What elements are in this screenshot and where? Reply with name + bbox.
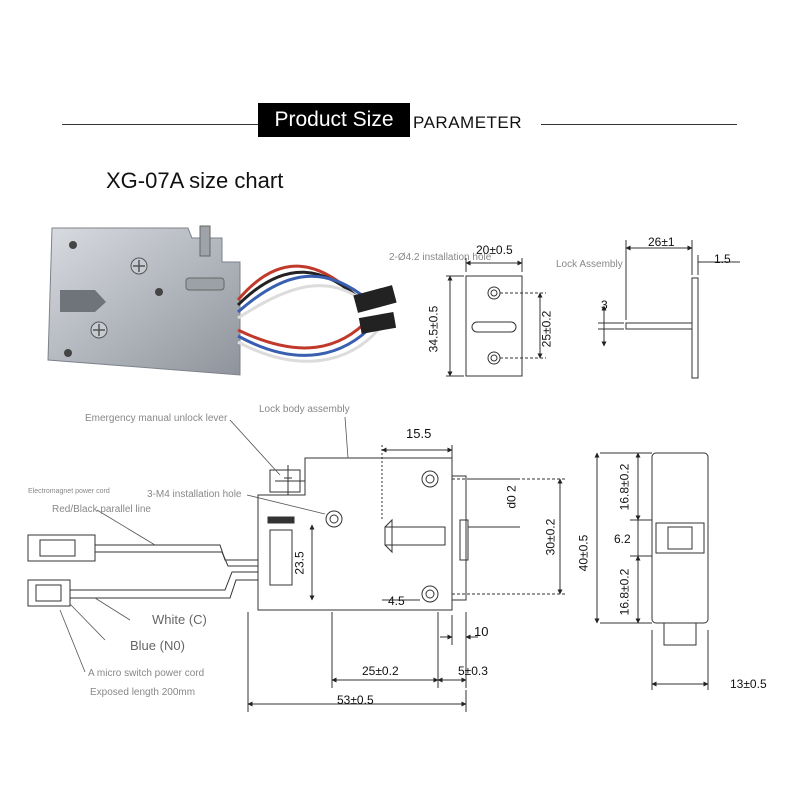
dim-13: 13±0.5 [730, 677, 767, 691]
product-photo [47, 225, 397, 376]
micro-switch-label: A micro switch power cord [88, 668, 205, 679]
blue-wire-label: Blue (N0) [130, 638, 185, 653]
dim-5: 5±0.3 [458, 664, 488, 678]
dim-d02: d0 2 [504, 485, 519, 509]
product-size-badge: Product Size [258, 103, 410, 137]
white-wire-label: White (C) [152, 612, 207, 627]
dim-23-5: 23.5 [292, 551, 307, 575]
header-rule-left [62, 124, 258, 125]
dim-40: 40±0.5 [576, 534, 591, 572]
dim-top-34: 34.5±0.5 [426, 305, 441, 353]
dim-4-5: 4.5 [388, 594, 405, 608]
dim-10: 10 [474, 624, 489, 639]
mounting-plate-drawing [446, 258, 546, 377]
lock-assembly-label: Lock Assembly [556, 259, 623, 270]
emergency-lever-label: Emergency manual unlock lever [85, 413, 228, 424]
dim-16-8-top: 16.8±0.2 [617, 463, 632, 511]
parameter-heading: PARAMETER [413, 113, 523, 132]
dim-25: 25±0.2 [362, 664, 399, 678]
dim-30: 30±0.2 [543, 518, 558, 556]
dim-top-26: 26±1 [648, 235, 675, 249]
em-power-label: Electromagnet power cord [28, 488, 110, 495]
dim-16-8-bottom: 16.8±0.2 [617, 568, 632, 616]
lock-body-drawing [247, 445, 566, 712]
side-view-drawing [594, 452, 709, 690]
install-hole-label-top: 2-Ø4.2 installation hole [389, 252, 492, 263]
exposed-length-label: Exposed length 200mm [90, 687, 196, 698]
m4-hole-label: 3-M4 installation hole [147, 489, 242, 500]
dim-top-3: 3 [601, 298, 608, 312]
dim-53: 53±0.5 [337, 693, 374, 707]
dim-6-2: 6.2 [614, 532, 631, 546]
header-rule-right [541, 124, 737, 125]
dim-15-5: 15.5 [406, 426, 432, 441]
wires-drawing [27, 534, 258, 607]
model-title: XG-07A size chart [106, 168, 284, 193]
leader-lines [59, 416, 349, 673]
dim-top-20: 20±0.5 [476, 243, 513, 257]
red-black-label: Red/Black parallel line [52, 504, 151, 515]
lock-assembly-drawing [598, 240, 740, 379]
dim-top-15: 1.5 [714, 252, 731, 266]
dim-top-25: 25±0.2 [539, 310, 554, 348]
lock-body-label: Lock body assembly [259, 404, 350, 415]
